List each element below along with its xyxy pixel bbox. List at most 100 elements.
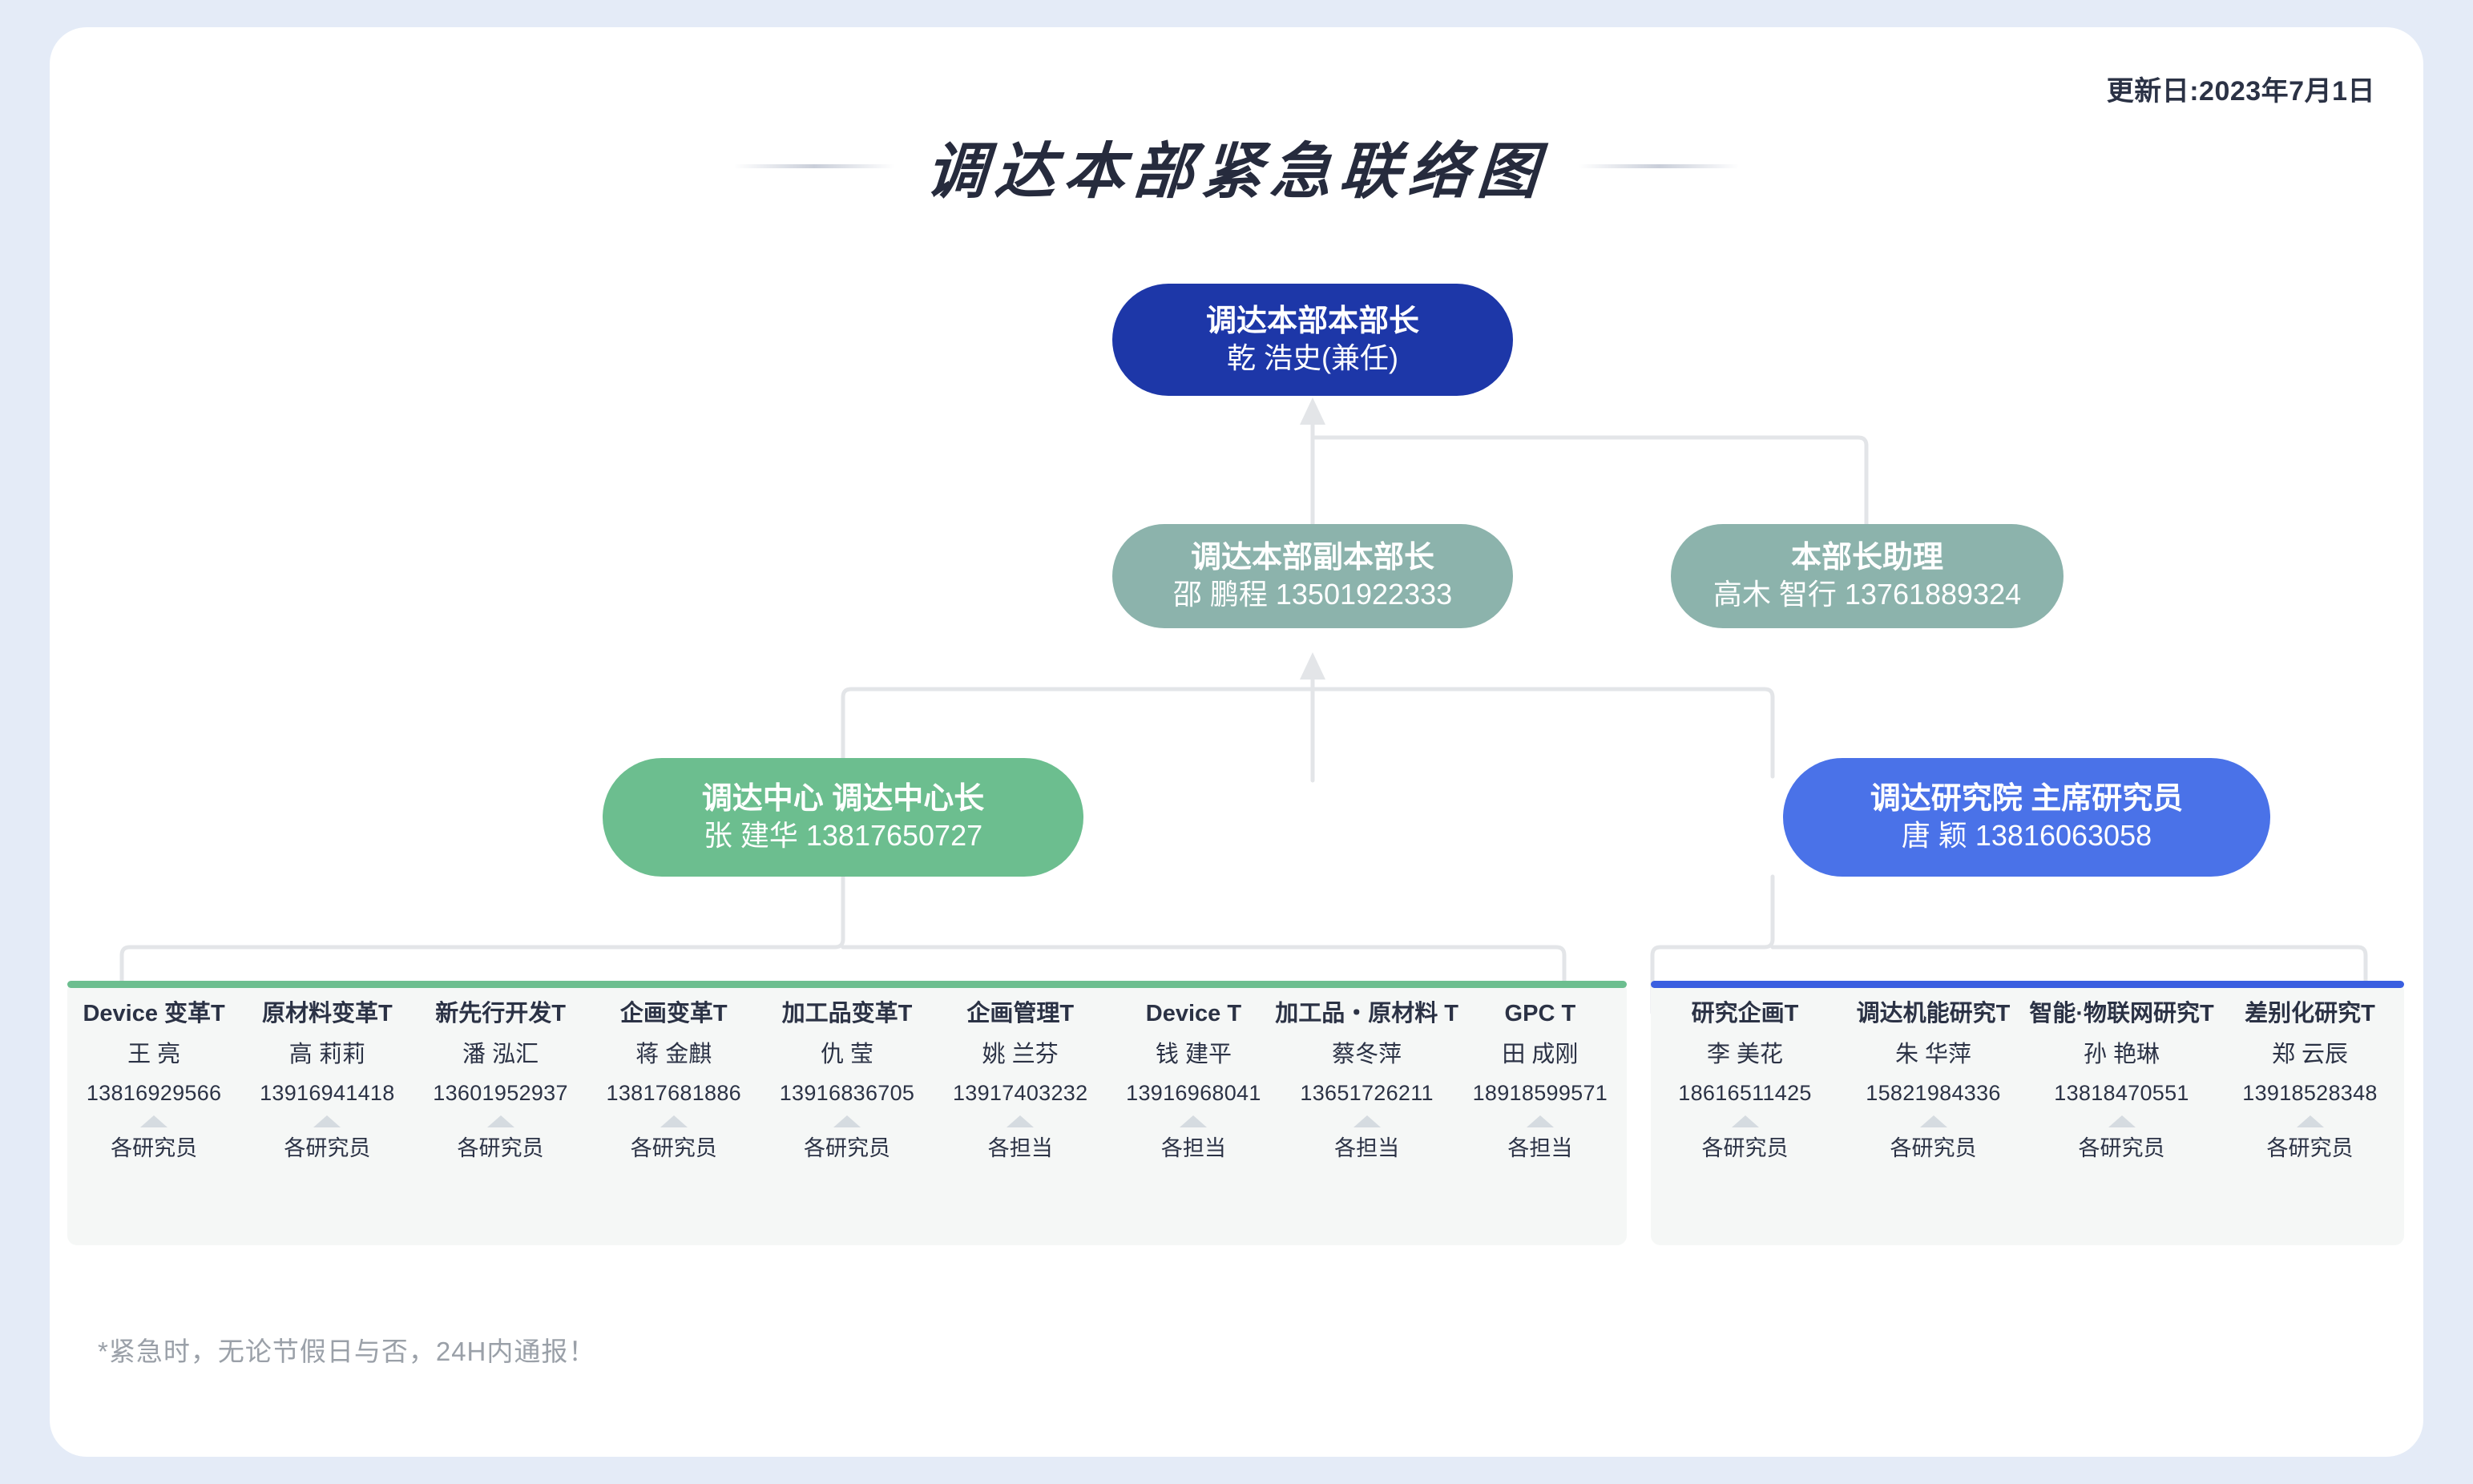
group-team-columns: 研究企画T 李 美花 18616511425 各研究员 调达机能研究T 朱 华萍…: [1651, 981, 2404, 1245]
team-person: 钱 建平: [1155, 1041, 1232, 1067]
team-subordinates: 各担当: [1507, 1135, 1573, 1160]
team-phone: 13816929566: [86, 1080, 222, 1105]
team-subordinates: 各研究员: [803, 1135, 890, 1160]
group-accent-bar: [67, 981, 1627, 988]
team-phone: 13917403232: [952, 1080, 1088, 1105]
node-role: 调达本部副本部长: [1190, 540, 1434, 575]
org-chart: 调达本部本部长 乾 浩史(兼任) 调达本部副本部长 邵 鹏程 135019223…: [50, 27, 2423, 1457]
node-chodatsu-kenkyuin[interactable]: 调达研究院 主席研究员 唐 颖 13816063058: [1783, 758, 2270, 877]
team-column[interactable]: 加工品・原材料 T 蔡冬萍 13651726211 各担当: [1275, 1000, 1458, 1161]
team-column[interactable]: GPC T 田 成刚 18918599571 各担当: [1454, 1000, 1627, 1161]
triangle-up-icon: [833, 1115, 861, 1127]
team-person: 郑 云辰: [2271, 1041, 2349, 1067]
team-column[interactable]: 企画变革T 蒋 金麒 13817681886 各研究员: [587, 1000, 760, 1161]
triangle-up-icon: [2108, 1115, 2136, 1127]
node-role: 调达中心 调达中心长: [701, 781, 985, 816]
team-subordinates: 各担当: [1160, 1135, 1226, 1160]
team-person: 孙 艳琳: [2083, 1041, 2160, 1067]
node-role: 本部长助理: [1790, 540, 1943, 575]
team-phone: 13916836705: [779, 1080, 915, 1105]
team-column[interactable]: 研究企画T 李 美花 18616511425 各研究员: [1651, 1000, 1839, 1161]
node-fuku-honbucho[interactable]: 调达本部副本部长 邵 鹏程 13501922333: [1112, 524, 1513, 628]
team-column[interactable]: 企画管理T 姚 兰芬 13917403232 各担当: [934, 1000, 1107, 1161]
title-rule-right: [1579, 163, 1739, 168]
team-phone: 13817681886: [606, 1080, 741, 1105]
triangle-up-icon: [2296, 1115, 2324, 1127]
node-chodatsu-honbucho[interactable]: 调达本部本部长 乾 浩史(兼任): [1112, 284, 1513, 396]
team-column[interactable]: Device T 钱 建平 13916968041 各担当: [1107, 1000, 1280, 1161]
triangle-up-icon: [1919, 1115, 1947, 1127]
node-role: 调达本部本部长: [1205, 304, 1419, 338]
team-subordinates: 各担当: [987, 1135, 1053, 1160]
group-team-columns: Device 变革T 王 亮 13816929566 各研究员 原材料变革T 高…: [67, 981, 1627, 1245]
team-name: 加工品变革T: [781, 1001, 913, 1026]
team-name: 企画变革T: [619, 1001, 728, 1026]
team-name: 差别化研究T: [2245, 1001, 2375, 1026]
team-person: 仇 莹: [820, 1041, 874, 1067]
team-name: 调达机能研究T: [1856, 1001, 2011, 1026]
team-phone: 13916968041: [1126, 1080, 1261, 1105]
node-person: 唐 颖 13816063058: [1901, 819, 2152, 853]
report-card: 更新日:2023年7月1日 调达本部紧急联络图: [50, 27, 2423, 1457]
update-date-label: 更新日:2023年7月1日: [2106, 76, 2375, 107]
team-name: 智能·物联网研究T: [2029, 1001, 2214, 1026]
team-column[interactable]: 智能·物联网研究T 孙 艳琳 13818470551 各研究员: [2027, 1000, 2216, 1161]
team-subordinates: 各担当: [1334, 1135, 1400, 1160]
triangle-up-icon: [1353, 1115, 1381, 1127]
team-subordinates: 各研究员: [2078, 1135, 2165, 1160]
team-subordinates: 各研究员: [457, 1135, 544, 1160]
team-phone: 13818470551: [2054, 1080, 2189, 1105]
team-subordinates: 各研究员: [1701, 1135, 1789, 1160]
team-name: 新先行开发T: [435, 1001, 566, 1026]
team-name: 研究企画T: [1691, 1001, 1799, 1026]
team-subordinates: 各研究员: [630, 1135, 717, 1160]
team-name: Device T: [1145, 1001, 1242, 1026]
triangle-up-icon: [140, 1115, 168, 1127]
team-name: 加工品・原材料 T: [1275, 1001, 1459, 1026]
team-column[interactable]: 差别化研究T 郑 云辰 13918528348 各研究员: [2216, 1000, 2404, 1161]
node-person: 高木 智行 13761889324: [1713, 578, 2022, 611]
node-person: 邵 鹏程 13501922333: [1172, 578, 1453, 611]
team-subordinates: 各研究员: [284, 1135, 371, 1160]
team-person: 朱 华萍: [1894, 1041, 1972, 1067]
team-subordinates: 各研究员: [2266, 1135, 2354, 1160]
team-person: 姚 兰芬: [982, 1041, 1059, 1067]
title-rule-left: [734, 163, 894, 168]
team-name: Device 变革T: [83, 1001, 225, 1026]
group-accent-bar: [1651, 981, 2404, 988]
group-panel-research: 研究企画T 李 美花 18616511425 各研究员 调达机能研究T 朱 华萍…: [1651, 981, 2404, 1245]
triangle-up-icon: [486, 1115, 514, 1127]
team-name: 企画管理T: [966, 1001, 1075, 1026]
title-row: 调达本部紧急联络图: [50, 122, 2423, 210]
triangle-up-icon: [313, 1115, 341, 1127]
node-honbucho-assistant[interactable]: 本部长助理 高木 智行 13761889324: [1671, 524, 2064, 628]
team-person: 蔡冬萍: [1332, 1041, 1402, 1067]
team-column[interactable]: 新先行开发T 潘 泓汇 13601952937 各研究员: [414, 1000, 587, 1161]
team-subordinates: 各研究员: [1890, 1135, 1977, 1160]
node-person: 乾 浩史(兼任): [1227, 341, 1398, 375]
team-phone: 18918599571: [1472, 1080, 1608, 1105]
team-phone: 15821984336: [1866, 1080, 2001, 1105]
team-column[interactable]: Device 变革T 王 亮 13816929566 各研究员: [67, 1000, 240, 1161]
node-role: 调达研究院 主席研究员: [1870, 781, 2184, 816]
team-column[interactable]: 原材料变革T 高 莉莉 13916941418 各研究员: [240, 1000, 414, 1161]
team-column[interactable]: 调达机能研究T 朱 华萍 15821984336 各研究员: [1839, 1000, 2027, 1161]
triangle-up-icon: [1007, 1115, 1035, 1127]
team-name: 原材料变革T: [261, 1001, 393, 1026]
node-chodatsu-center[interactable]: 调达中心 调达中心长 张 建华 13817650727: [603, 758, 1083, 877]
team-person: 蒋 金麒: [635, 1041, 712, 1067]
team-person: 李 美花: [1706, 1041, 1784, 1067]
triangle-up-icon: [1180, 1115, 1208, 1127]
group-panel-center: Device 变革T 王 亮 13816929566 各研究员 原材料变革T 高…: [67, 981, 1627, 1245]
team-name: GPC T: [1504, 1001, 1576, 1026]
team-person: 高 莉莉: [288, 1041, 365, 1067]
node-person: 张 建华 13817650727: [703, 819, 983, 853]
team-subordinates: 各研究员: [111, 1135, 198, 1160]
team-phone: 18616511425: [1678, 1080, 1812, 1105]
team-person: 潘 泓汇: [462, 1041, 539, 1067]
team-phone: 13916941418: [260, 1080, 395, 1105]
team-phone: 13918528348: [2242, 1080, 2378, 1105]
team-column[interactable]: 加工品变革T 仇 莹 13916836705 各研究员: [760, 1000, 934, 1161]
team-person: 王 亮: [127, 1041, 181, 1067]
triangle-up-icon: [660, 1115, 688, 1127]
